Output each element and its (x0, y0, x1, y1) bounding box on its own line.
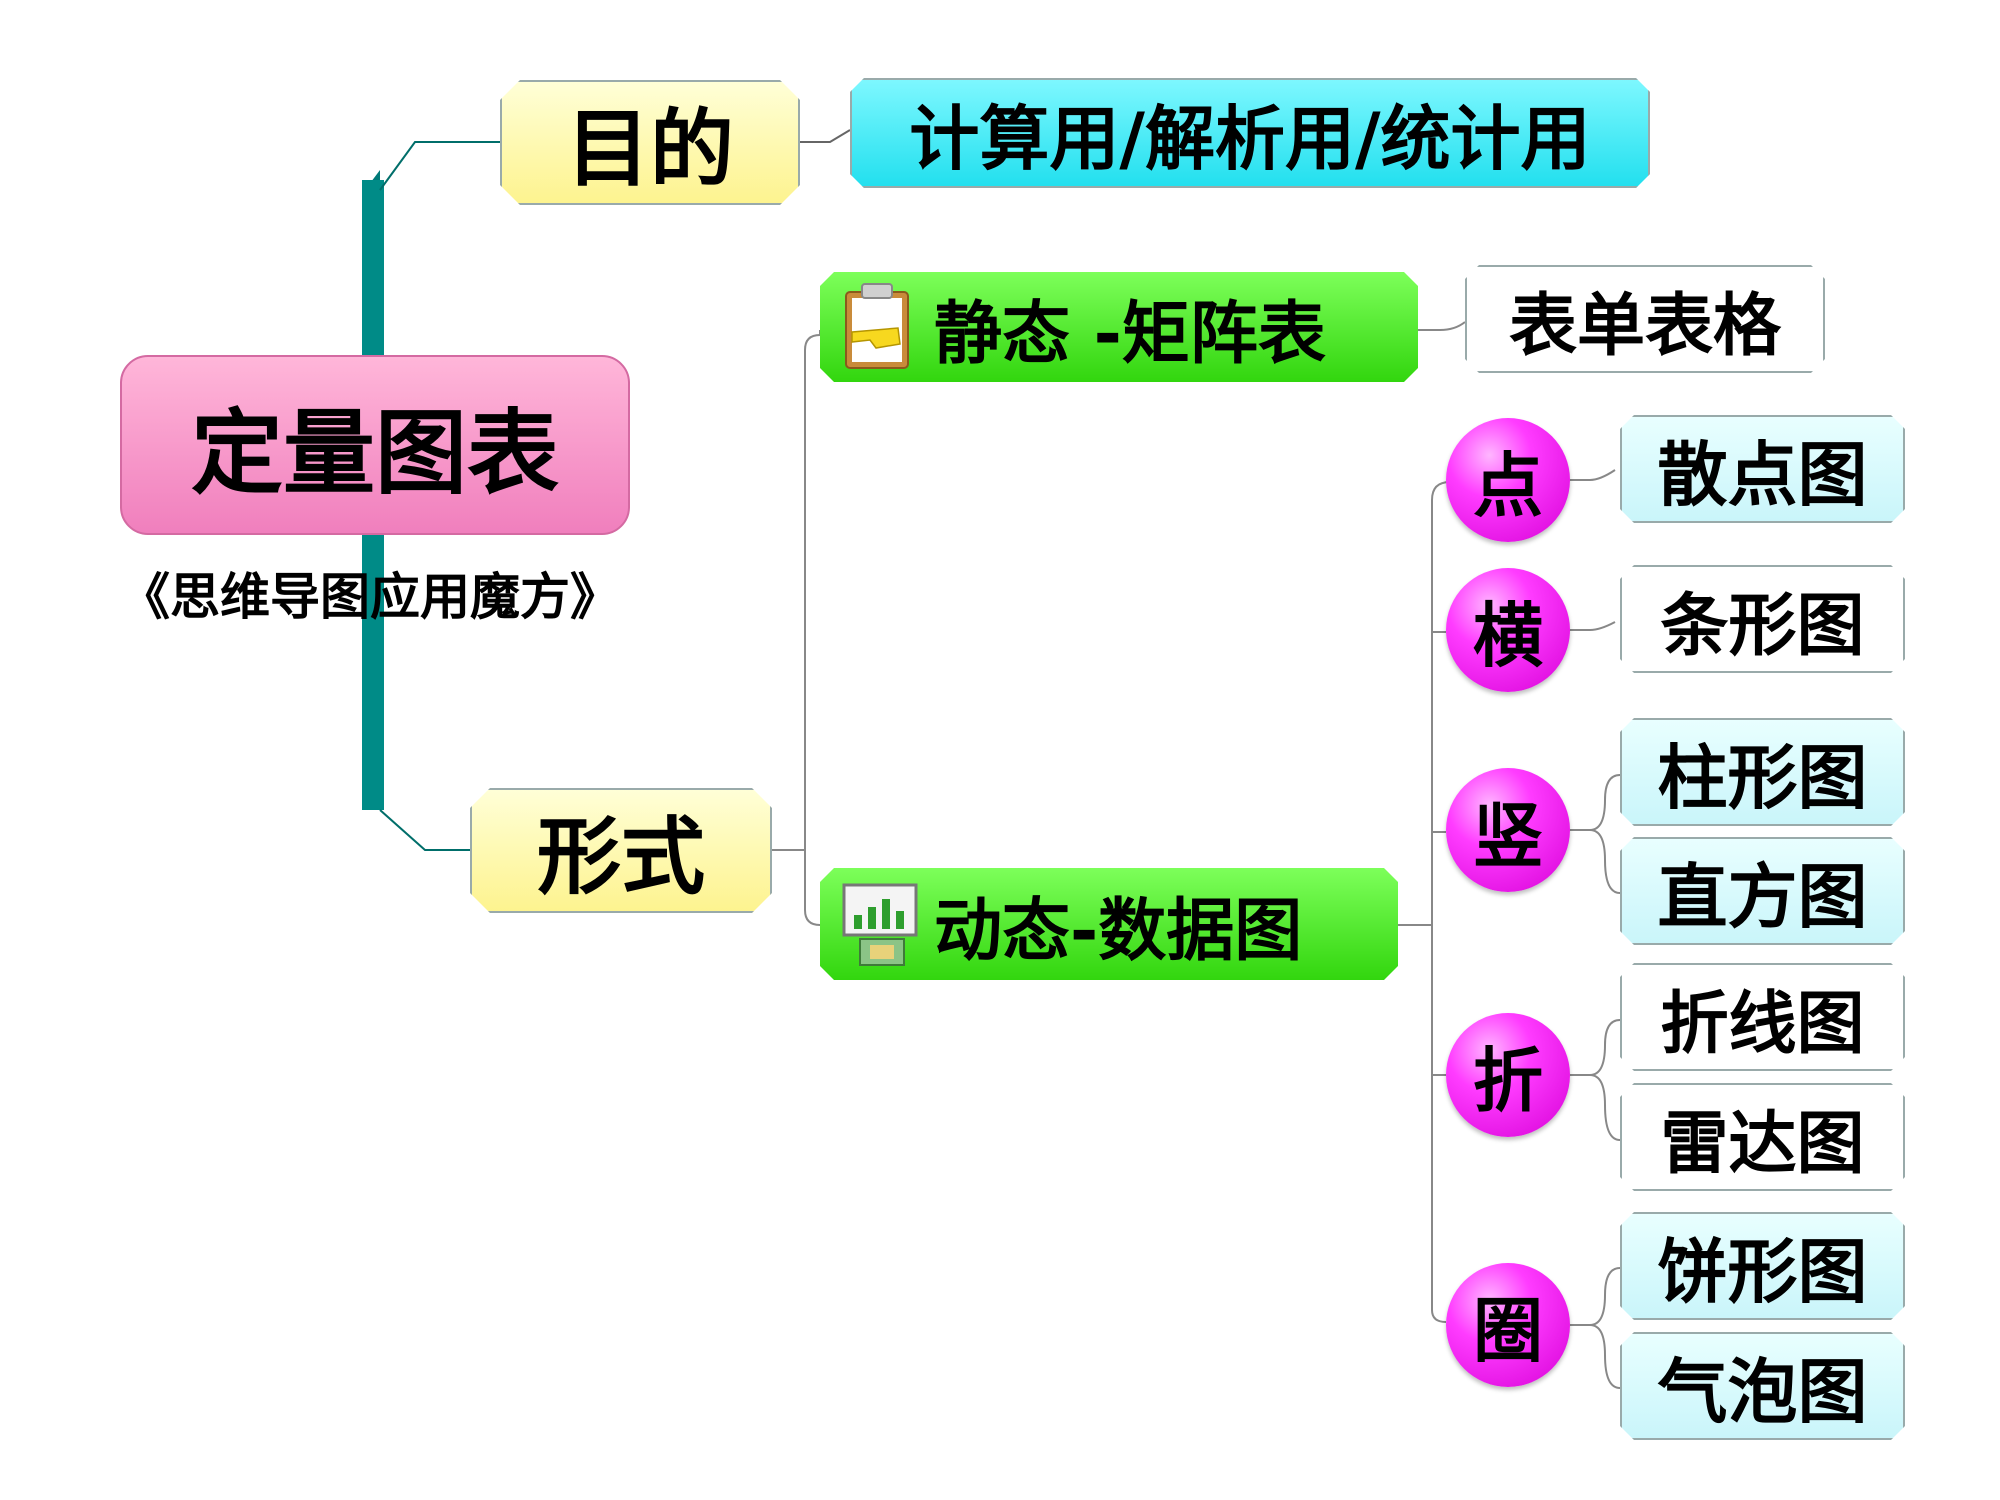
leaf-line[interactable]: 折线图 (1620, 963, 1905, 1071)
root-label: 定量图表 (190, 399, 559, 507)
form-label: 形式 (536, 808, 705, 906)
leaf-pie-label: 饼形图 (1657, 1230, 1868, 1313)
leaf-pie[interactable]: 饼形图 (1620, 1212, 1905, 1320)
category-vertical-label: 竖 (1473, 794, 1543, 877)
leaf-histogram-label: 直方图 (1657, 855, 1868, 938)
leaf-radar[interactable]: 雷达图 (1620, 1083, 1905, 1191)
dynamic-chart-label: 动态-数据图 (934, 891, 1303, 971)
category-point[interactable]: 点 (1446, 418, 1570, 542)
leaf-column-label: 柱形图 (1657, 736, 1868, 819)
leaf-bubble-label: 气泡图 (1657, 1350, 1868, 1433)
form-node[interactable]: 形式 (470, 788, 772, 913)
leaf-bubble[interactable]: 气泡图 (1620, 1332, 1905, 1440)
category-horizontal[interactable]: 横 (1446, 568, 1570, 692)
leaf-histogram[interactable]: 直方图 (1620, 837, 1905, 945)
form-table-node[interactable]: 表单表格 (1465, 265, 1825, 373)
category-circle-label: 圈 (1473, 1289, 1543, 1372)
leaf-line-label: 折线图 (1660, 984, 1865, 1064)
category-horizontal-label: 横 (1473, 594, 1543, 677)
root-node[interactable]: 定量图表 (120, 355, 630, 535)
leaf-bar-horizontal-label: 条形图 (1660, 586, 1865, 666)
leaf-column[interactable]: 柱形图 (1620, 718, 1905, 826)
category-vertical[interactable]: 竖 (1446, 768, 1570, 892)
purpose-detail-label: 计算用/解析用/统计用 (909, 97, 1591, 180)
category-fold-label: 折 (1473, 1039, 1543, 1122)
dynamic-chart-node[interactable]: 动态-数据图 (820, 868, 1398, 980)
book-title: 《思维导图应用魔方》 (120, 568, 620, 626)
static-matrix-node[interactable]: 静态 -矩阵表 (820, 272, 1418, 382)
leaf-scatter[interactable]: 散点图 (1620, 415, 1905, 523)
purpose-node[interactable]: 目的 (500, 80, 800, 205)
static-matrix-label: 静态 -矩阵表 (934, 294, 1326, 374)
leaf-scatter-label: 散点图 (1657, 433, 1868, 516)
form-table-label: 表单表格 (1508, 286, 1781, 366)
category-point-label: 点 (1473, 444, 1543, 527)
clipboard-icon (840, 282, 920, 372)
category-fold[interactable]: 折 (1446, 1013, 1570, 1137)
purpose-detail-node[interactable]: 计算用/解析用/统计用 (850, 78, 1650, 188)
leaf-radar-label: 雷达图 (1660, 1104, 1865, 1184)
purpose-label: 目的 (565, 100, 734, 198)
category-circle[interactable]: 圈 (1446, 1263, 1570, 1387)
chart-icon (840, 879, 920, 969)
leaf-bar-horizontal[interactable]: 条形图 (1620, 565, 1905, 673)
